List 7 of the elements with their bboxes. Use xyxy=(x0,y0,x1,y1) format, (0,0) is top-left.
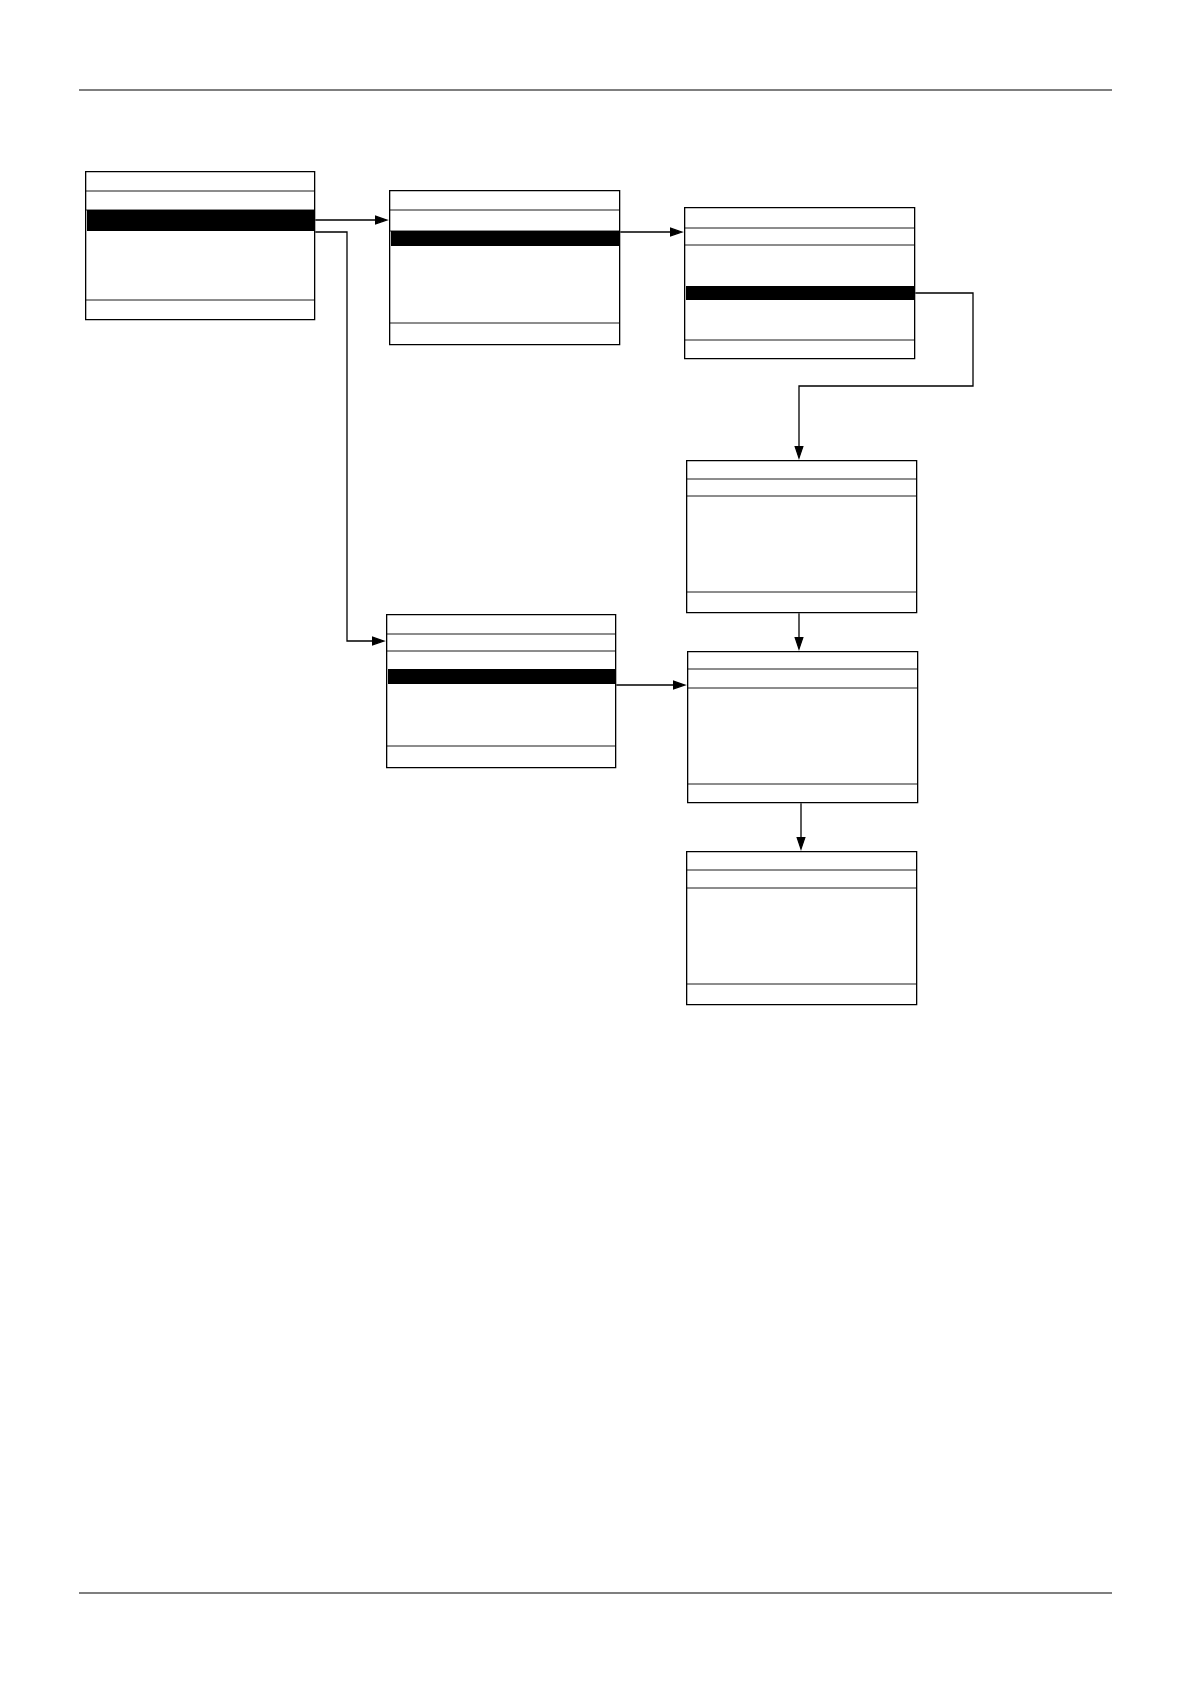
menu-screen xyxy=(683,207,916,360)
menu-screen xyxy=(388,190,621,346)
menu-screen xyxy=(685,460,918,614)
menu-screen xyxy=(385,614,617,769)
menu-screen xyxy=(84,171,316,321)
menu-screen xyxy=(686,651,919,804)
menu-screen xyxy=(685,851,918,1006)
